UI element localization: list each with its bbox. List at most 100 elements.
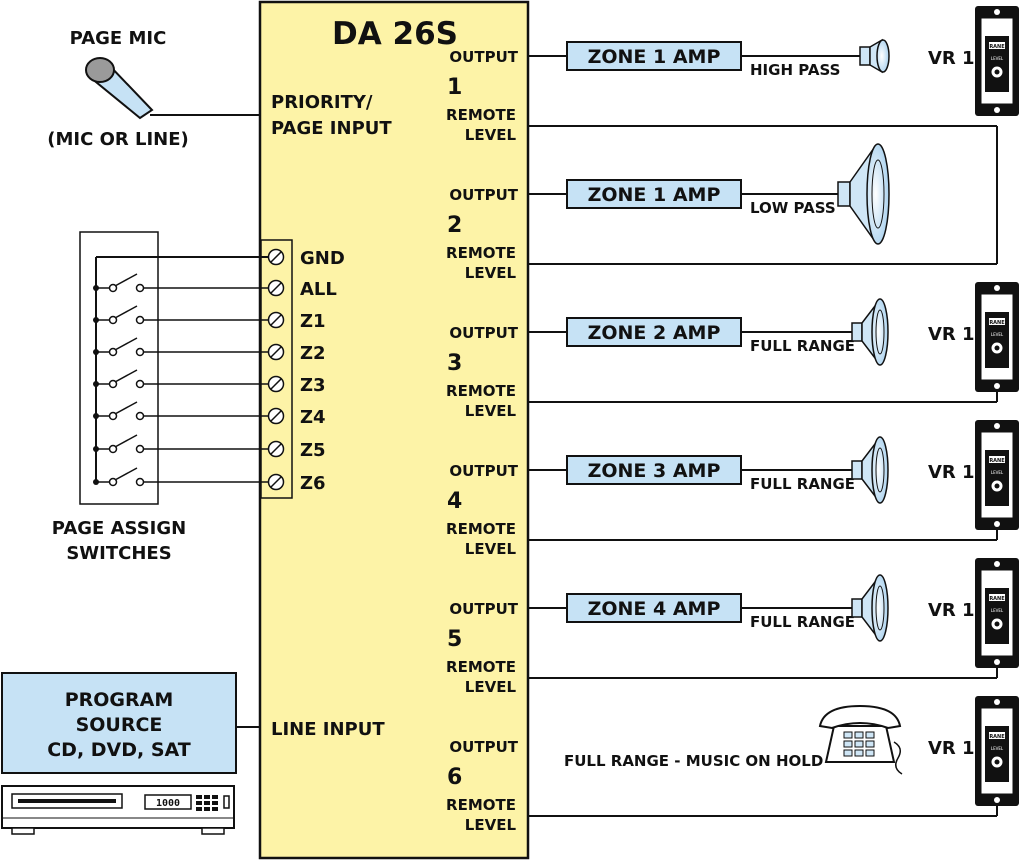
channel-number: 3 bbox=[447, 351, 462, 376]
terminal-label: Z2 bbox=[300, 343, 326, 364]
speaker-icon bbox=[851, 298, 889, 366]
terminal-label: Z6 bbox=[300, 473, 326, 494]
page-switch bbox=[93, 434, 268, 454]
volume-remote-icon: RANE LEVEL bbox=[975, 420, 1019, 530]
svg-text:CD, DVD, SAT: CD, DVD, SAT bbox=[47, 739, 191, 761]
remote-label: REMOTE bbox=[446, 796, 516, 814]
output-label: OUTPUT bbox=[449, 738, 518, 756]
terminal-z5: Z5 bbox=[267, 440, 326, 461]
amp-label: ZONE 3 AMP bbox=[588, 460, 721, 482]
zone-row-4: ZONE 3 AMP FULL RANGE VR 1 RANE LEVEL bbox=[528, 420, 1019, 541]
remote-label: REMOTE bbox=[446, 658, 516, 676]
amp-box bbox=[566, 41, 742, 71]
speaker-icon bbox=[851, 574, 889, 642]
terminal-all: ALL bbox=[267, 279, 337, 300]
terminal-z1: Z1 bbox=[267, 311, 326, 332]
switch-lever bbox=[114, 434, 138, 448]
screw-icon bbox=[994, 521, 1000, 527]
terminal-label: Z3 bbox=[300, 375, 326, 396]
switch-lever bbox=[114, 337, 138, 351]
output-label: OUTPUT bbox=[449, 324, 518, 342]
switch-contact bbox=[108, 283, 118, 293]
switch-panel bbox=[79, 231, 159, 505]
svg-text:PRIORITY/: PRIORITY/ bbox=[271, 92, 373, 113]
rane-logo-icon bbox=[989, 318, 1005, 325]
screw-icon bbox=[994, 285, 1000, 291]
rane-logo-icon bbox=[989, 42, 1005, 49]
knob-label: LEVEL bbox=[991, 746, 1004, 751]
rane-logo-icon bbox=[989, 732, 1005, 739]
screw-icon bbox=[994, 561, 1000, 567]
channel-number: 6 bbox=[447, 765, 462, 790]
channel-number: 1 bbox=[447, 75, 462, 100]
amp-box bbox=[566, 455, 742, 485]
filter-label: FULL RANGE bbox=[750, 613, 855, 631]
switch-contact bbox=[135, 444, 145, 454]
telephone-icon bbox=[818, 704, 903, 775]
switch-contact bbox=[108, 444, 118, 454]
filter-label: FULL RANGE bbox=[750, 475, 855, 493]
output-label: OUTPUT bbox=[449, 48, 518, 66]
amp-box bbox=[566, 317, 742, 347]
output-label: OUTPUT bbox=[449, 186, 518, 204]
line-input-label: LINE INPUT bbox=[271, 719, 385, 740]
terminal-label: Z5 bbox=[300, 440, 326, 461]
switch-contact bbox=[108, 315, 118, 325]
brand-label: RANE bbox=[989, 458, 1005, 464]
channel-number: 5 bbox=[447, 627, 462, 652]
switch-contact bbox=[108, 379, 118, 389]
page-mic-title: PAGE MIC bbox=[70, 28, 167, 49]
terminal-label: ALL bbox=[300, 279, 337, 300]
screw-icon bbox=[994, 797, 1000, 803]
knob-label: LEVEL bbox=[991, 470, 1004, 475]
channel-number: 4 bbox=[447, 489, 462, 514]
terminal-label: Z4 bbox=[300, 407, 326, 428]
screw-icon bbox=[994, 423, 1000, 429]
filter-label: FULL RANGE - MUSIC ON HOLD bbox=[564, 752, 823, 770]
knob-label: LEVEL bbox=[991, 56, 1004, 61]
terminal-gnd: GND bbox=[267, 248, 345, 269]
page-switch bbox=[93, 401, 268, 421]
page-switch bbox=[93, 467, 268, 487]
page-switch bbox=[93, 273, 268, 293]
brand-label: RANE bbox=[989, 596, 1005, 602]
knob-label: LEVEL bbox=[991, 608, 1004, 613]
switch-lever bbox=[114, 273, 138, 287]
remote-label: REMOTE bbox=[446, 106, 516, 124]
output-label: OUTPUT bbox=[449, 600, 518, 618]
svg-text:SOURCE: SOURCE bbox=[76, 714, 163, 736]
channel-number: 2 bbox=[447, 213, 462, 238]
program-source-box bbox=[1, 672, 237, 774]
page-assign-switches bbox=[93, 256, 268, 487]
terminal-z2: Z2 bbox=[267, 343, 326, 364]
amp-label: ZONE 1 AMP bbox=[588, 46, 721, 68]
page-switch bbox=[93, 337, 268, 357]
switch-contact bbox=[135, 283, 145, 293]
screw-icon bbox=[994, 383, 1000, 389]
da26s-unit bbox=[258, 0, 530, 860]
brand-label: RANE bbox=[989, 320, 1005, 326]
vr-label: VR 1 bbox=[928, 462, 975, 483]
screw-icon bbox=[994, 9, 1000, 15]
vr-label: VR 1 bbox=[928, 324, 975, 345]
switch-contact bbox=[135, 315, 145, 325]
terminal-strip bbox=[260, 239, 293, 499]
switch-lever bbox=[114, 401, 138, 415]
level-label: LEVEL bbox=[465, 678, 517, 696]
level-label: LEVEL bbox=[465, 264, 517, 282]
switch-lever bbox=[114, 467, 138, 481]
rane-logo-icon bbox=[989, 456, 1005, 463]
